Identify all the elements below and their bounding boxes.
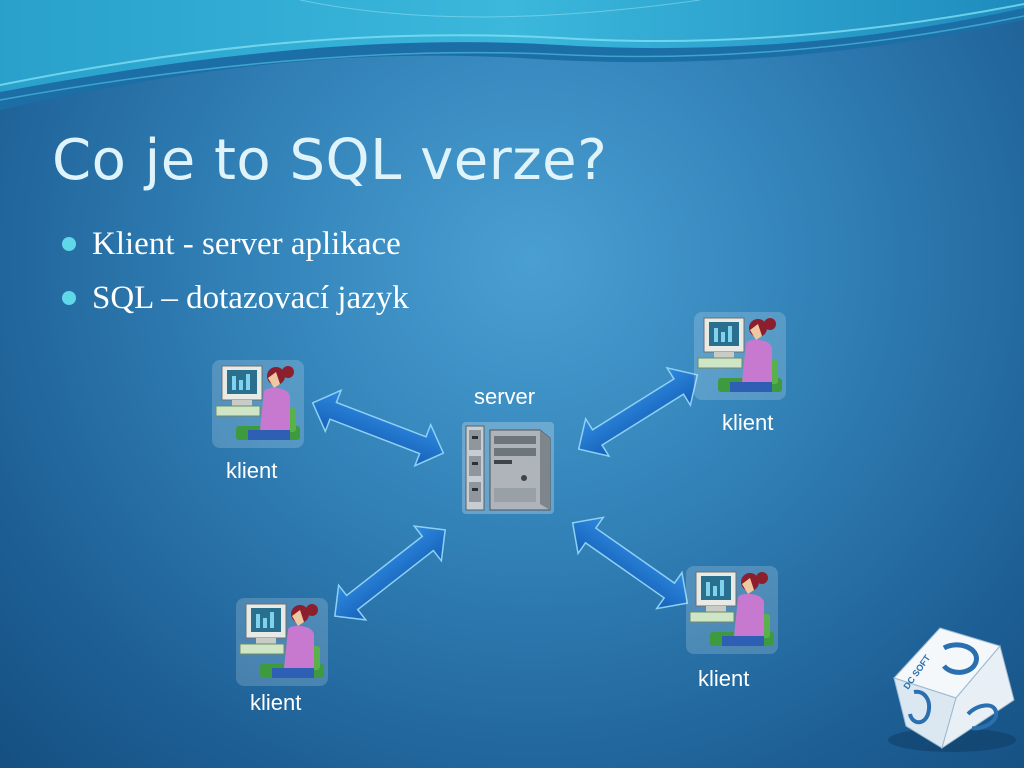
client-label: klient [698, 666, 750, 691]
client-node [686, 566, 778, 659]
server-node [460, 418, 556, 521]
client-node [694, 312, 786, 405]
double-arrow-icon [320, 511, 460, 635]
woman-at-computer-icon [694, 312, 786, 400]
slide-title: Co je to SQL verze? [52, 128, 608, 193]
bullet-list: Klient - server aplikace SQL – dotazovac… [62, 222, 409, 330]
double-arrow-icon [304, 381, 452, 475]
server-tower-icon [462, 422, 554, 514]
double-arrow-icon [566, 355, 710, 469]
woman-at-computer-icon [212, 360, 304, 448]
client-label: klient [226, 458, 278, 483]
woman-at-computer-icon [686, 566, 778, 654]
client-node [212, 360, 304, 453]
woman-at-computer-icon [236, 598, 328, 686]
header-wave-decoration [0, 0, 1024, 110]
client-label: klient [250, 690, 302, 715]
double-arrow-icon [559, 504, 701, 622]
bullet-dot-icon [62, 237, 76, 251]
bullet-text: SQL – dotazovací jazyk [92, 280, 409, 316]
client-node [236, 598, 328, 691]
client-label: klient [722, 410, 774, 435]
bullet-dot-icon [62, 291, 76, 305]
bullet-text: Klient - server aplikace [92, 226, 401, 262]
bullet-item: Klient - server aplikace [62, 222, 409, 276]
server-label: server [474, 384, 536, 409]
bullet-item: SQL – dotazovací jazyk [62, 276, 409, 330]
dc-soft-cube-logo: DC SOFT [888, 627, 1016, 752]
